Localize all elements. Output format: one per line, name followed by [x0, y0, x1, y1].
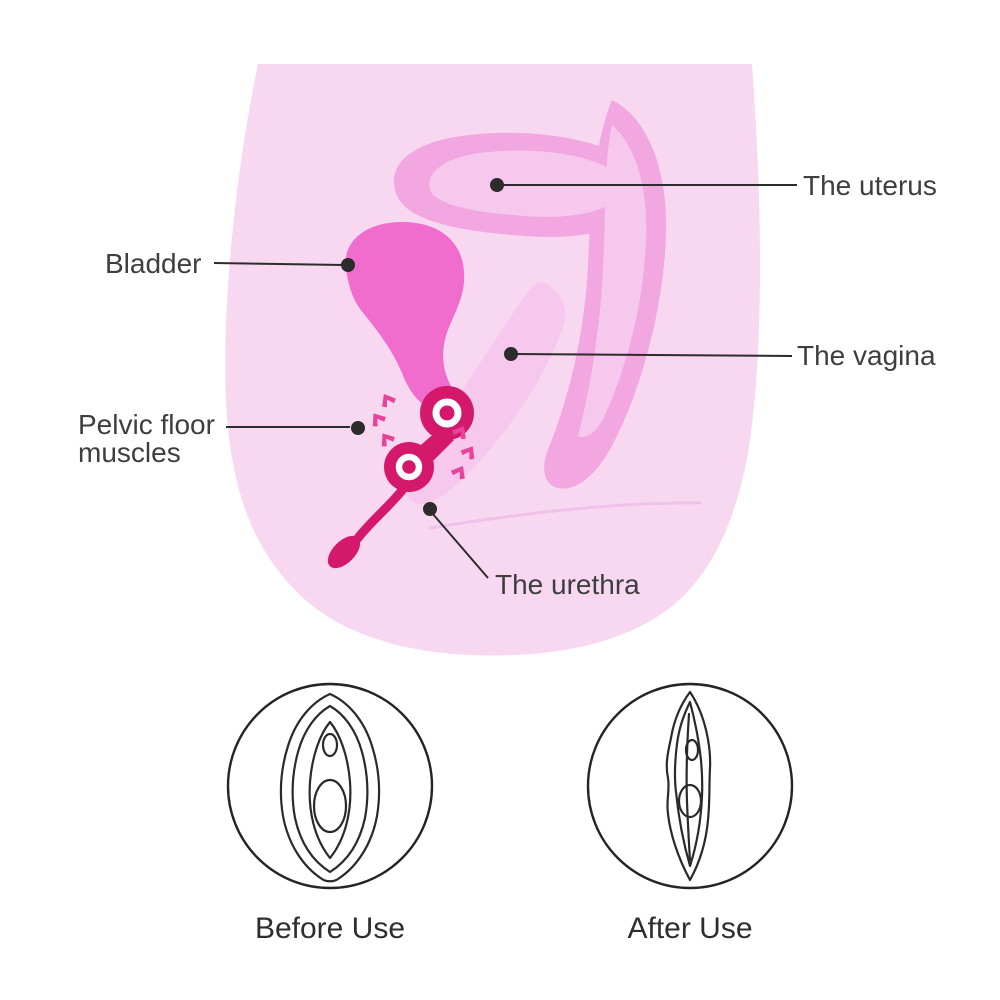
urethral-opening [684, 738, 700, 762]
urethra-dot [423, 502, 437, 516]
vulva-open-line-drawing [279, 692, 381, 883]
ball-bottom-highlight [395, 453, 423, 481]
inner-labia-outline [673, 700, 704, 868]
pelvic-floor-dot [351, 421, 365, 435]
inner-labia-outline [308, 720, 352, 860]
device-cord-tip [327, 535, 361, 569]
vaginal-opening [312, 778, 348, 834]
label-pelvic-floor-line1: Pelvic floor [78, 409, 215, 440]
vagina-dot [504, 347, 518, 361]
arrow-chevron [381, 433, 395, 447]
bladder-dot [341, 258, 355, 272]
arrow-chevron [372, 413, 386, 427]
label-urethra: The urethra [495, 569, 640, 600]
rectum-inner [578, 125, 647, 437]
vaginal-opening [677, 783, 703, 819]
bladder-group [345, 222, 465, 410]
outer-labia-outline [279, 692, 381, 883]
before-circle-border [226, 682, 434, 890]
kegel-device [327, 386, 474, 569]
label-pelvic-floor-line2: muscles [78, 437, 181, 468]
leader-dots [341, 178, 518, 516]
bladder-leader-line [213, 262, 345, 266]
caption-after-use: After Use [627, 912, 752, 945]
urethra-leader-line [431, 512, 489, 579]
after-use-diagram [586, 682, 794, 890]
before-use-diagram [226, 682, 434, 890]
label-uterus: The uterus [803, 170, 937, 201]
outer-labia-outline [665, 690, 712, 882]
body-crease-line [428, 501, 702, 530]
arrow-chevron [460, 446, 475, 460]
uterus-inner [429, 150, 622, 217]
bladder-shape [345, 222, 465, 410]
leader-lines [213, 184, 797, 579]
ball-top-highlight [432, 398, 462, 428]
kegel-ball-top [420, 386, 474, 440]
vagina-leader-line [514, 353, 793, 357]
vulva-toned-line-drawing [665, 690, 712, 882]
arrow-chevron [452, 426, 466, 440]
kegel-ball-bottom [384, 442, 434, 492]
urethral-opening [321, 732, 339, 758]
label-bladder: Bladder [105, 248, 202, 279]
anatomy-illustration [225, 64, 760, 656]
arrow-chevron [451, 466, 465, 480]
caption-before-use: Before Use [255, 912, 405, 945]
center-slit-line [685, 712, 692, 862]
vibration-arrows-icon [372, 394, 475, 480]
uterus-dot [490, 178, 504, 192]
arrow-chevron [382, 394, 396, 408]
label-vagina: The vagina [797, 340, 936, 371]
mid-labia-outline [291, 704, 369, 874]
